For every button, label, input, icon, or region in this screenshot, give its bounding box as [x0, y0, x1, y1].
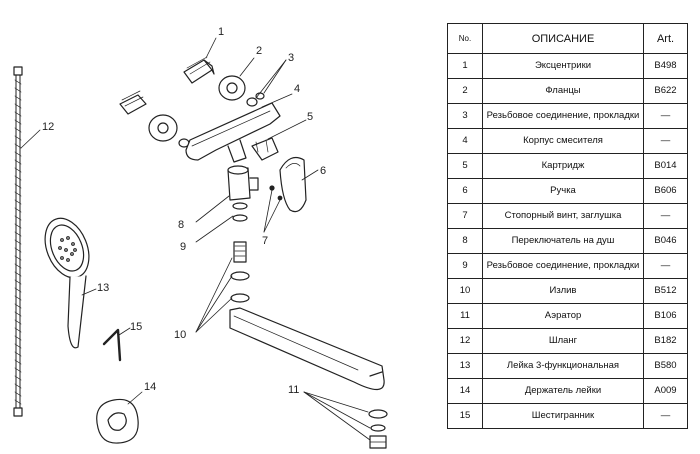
- row-art: B498: [643, 53, 688, 79]
- callout-15: 15: [130, 321, 142, 333]
- row-description: Фланцы: [482, 78, 644, 104]
- callout-9: 9: [180, 241, 186, 253]
- hex-key: [102, 327, 131, 362]
- row-art: B512: [643, 278, 688, 304]
- handle: [279, 157, 319, 213]
- callout-1: 1: [218, 26, 224, 38]
- spout: [195, 241, 385, 391]
- row-description: Излив: [482, 278, 644, 304]
- callout-6: 6: [320, 165, 326, 177]
- cartridge: [251, 119, 307, 161]
- row-art: B014: [643, 153, 688, 179]
- callout-14: 14: [144, 381, 156, 393]
- row-description: Резьбовое соединение, прокладки: [482, 253, 644, 279]
- callout-4: 4: [294, 83, 300, 95]
- row-art: —: [643, 103, 688, 129]
- row-art: B580: [643, 353, 688, 379]
- callout-13: 13: [97, 282, 109, 294]
- row-art: B182: [643, 328, 688, 354]
- row-no: 6: [447, 178, 483, 204]
- row-description: Резьбовое соединение, прокладки: [482, 103, 644, 129]
- callout-12: 12: [42, 121, 54, 133]
- row-description: Шланг: [482, 328, 644, 354]
- row-description: Эксцентрики: [482, 53, 644, 79]
- row-no: 11: [447, 303, 483, 329]
- row-description: Держатель лейки: [482, 378, 644, 404]
- mixer-body: [185, 93, 293, 163]
- row-description: Переключатель на душ: [482, 228, 644, 254]
- row-art: B106: [643, 303, 688, 329]
- set-screw: [263, 185, 283, 233]
- eccentric-lower: [119, 90, 147, 115]
- row-art: —: [643, 128, 688, 154]
- row-description: Стопорный винт, заглушка: [482, 203, 644, 229]
- row-no: 5: [447, 153, 483, 179]
- row-description: Шестигранник: [482, 403, 644, 429]
- row-no: 1: [447, 53, 483, 79]
- row-description: Картридж: [482, 153, 644, 179]
- hand-shower: [44, 217, 97, 349]
- table-header-row: No. ОПИСАНИЕ Art.: [447, 23, 688, 54]
- row-art: —: [643, 203, 688, 229]
- diverter: [195, 165, 259, 223]
- callout-5: 5: [307, 111, 313, 123]
- row-no: 2: [447, 78, 483, 104]
- shower-holder: [96, 391, 143, 444]
- row-description: Ручка: [482, 178, 644, 204]
- callout-3: 3: [288, 52, 294, 64]
- flange-upper: [218, 57, 255, 101]
- shower-hose: [13, 66, 41, 417]
- row-no: 12: [447, 328, 483, 354]
- row-description: Лейка 3-функциональная: [482, 353, 644, 379]
- washers-upper: [246, 59, 287, 107]
- aerator: [303, 391, 388, 449]
- row-no: 10: [447, 278, 483, 304]
- row-art: B606: [643, 178, 688, 204]
- header-description: ОПИСАНИЕ: [482, 23, 644, 54]
- exploded-view-diagram: 1 2 3 4 5 6 7 8 9 10 11 12 13 14 15: [13, 26, 388, 449]
- callout-7: 7: [262, 235, 268, 247]
- row-description: Корпус смесителя: [482, 128, 644, 154]
- row-no: 7: [447, 203, 483, 229]
- callout-2: 2: [256, 45, 262, 57]
- callout-11: 11: [288, 384, 299, 396]
- row-no: 3: [447, 103, 483, 129]
- row-no: 14: [447, 378, 483, 404]
- eccentric-upper: [183, 37, 217, 84]
- row-no: 15: [447, 403, 483, 429]
- row-art: —: [643, 403, 688, 429]
- header-art: Art.: [643, 23, 688, 54]
- diverter-washers: [195, 202, 248, 243]
- row-no: 4: [447, 128, 483, 154]
- callout-10: 10: [174, 329, 186, 341]
- callout-8: 8: [178, 219, 184, 231]
- header-no: No.: [447, 23, 483, 54]
- row-art: —: [643, 253, 688, 279]
- row-no: 8: [447, 228, 483, 254]
- row-art: A009: [643, 378, 688, 404]
- row-art: B046: [643, 228, 688, 254]
- row-description: Аэратор: [482, 303, 644, 329]
- row-no: 9: [447, 253, 483, 279]
- row-no: 13: [447, 353, 483, 379]
- row-art: B622: [643, 78, 688, 104]
- flange-lower: [148, 114, 190, 148]
